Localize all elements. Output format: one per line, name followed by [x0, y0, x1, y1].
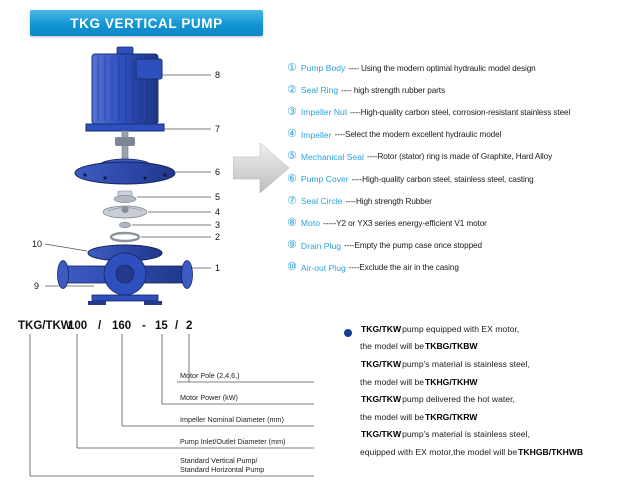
part-number-badge: ⑩	[287, 261, 297, 274]
parts-list: ① Pump Body ---- Using the modern optima…	[287, 57, 615, 279]
part-number-badge: ①	[287, 61, 297, 74]
part-item-4: ④ Impeller ----Select the modern excelle…	[287, 124, 615, 146]
part-number-badge: ⑤	[287, 150, 297, 163]
part-description: ----Rotor (stator) ring is made of Graph…	[366, 152, 553, 162]
note-line-4: the model will be TKHG/TKHW	[360, 376, 478, 387]
part-description: -----Y2 or YX3 series energy-efficient V…	[322, 218, 487, 228]
part-description: ---- Using the modern optimal hydraulic …	[348, 63, 536, 73]
note-line-2: the model will be TKBG/TKBW	[360, 341, 478, 352]
part-name: Seal Ring	[300, 85, 339, 96]
impeller-nut-illustration	[119, 221, 131, 229]
label-impeller-diameter: Impeller Nominal Diameter (mm)	[180, 415, 284, 424]
callout-10: 10	[32, 239, 42, 249]
pump-body-illustration	[57, 244, 193, 305]
page-title: TKG VERTICAL PUMP	[70, 15, 223, 31]
impeller-illustration	[102, 205, 148, 219]
part-description: ----High-quality carbon steel, stainless…	[351, 174, 534, 184]
model-code-slash-1: /	[98, 320, 102, 332]
callout-5: 5	[215, 192, 220, 202]
pump-cover-illustration	[74, 158, 176, 185]
part-name: Impeller Nut	[300, 107, 348, 118]
model-code-impeller: 160	[112, 320, 132, 332]
note-line-5: TKG/TKW pump delivered the hot water,	[361, 394, 515, 405]
callout-9: 9	[34, 281, 39, 291]
part-item-1: ① Pump Body ---- Using the modern optima…	[287, 57, 615, 79]
part-item-7: ⑦ Seal Circle ----High strength Rubber	[287, 190, 615, 212]
part-item-2: ② Seal Ring ---- high strength rubber pa…	[287, 79, 615, 101]
part-name: Seal Circle	[300, 196, 343, 207]
part-name: Pump Cover	[300, 174, 349, 185]
bullet-icon	[344, 329, 352, 337]
note-line-3: TKG/TKW pump's material is stainless ste…	[361, 358, 530, 369]
part-number-badge: ⑦	[287, 194, 297, 207]
label-motor-power: Motor Power (kW)	[180, 393, 238, 402]
label-standard-pump-line2: Standard Horizontal Pump	[180, 465, 265, 474]
part-item-6: ⑥ Pump Cover ----High-quality carbon ste…	[287, 168, 615, 190]
part-item-3: ③ Impeller Nut ----High-quality carbon s…	[287, 101, 615, 123]
label-inlet-outlet-diameter: Pump Inlet/Outlet Diameter (mm)	[180, 437, 286, 446]
model-code-series: TKG/TKW	[18, 320, 72, 332]
label-standard-pump: Standard Vertical Pump/ Standard Horizon…	[180, 456, 264, 474]
part-item-9: ⑨ Drain Plug ----Empty the pump case onc…	[287, 235, 615, 257]
model-code-power: 15	[155, 320, 168, 332]
callout-8: 8	[215, 70, 220, 80]
part-name: Air-out Plug	[300, 262, 346, 273]
callout-3: 3	[215, 220, 220, 230]
part-name: Impeller	[300, 129, 332, 140]
note-line-1: TKG/TKW pump equipped with EX motor,	[361, 323, 520, 334]
pump-exploded-diagram: 8 7 6 5 4 3 2 1 10 9	[32, 46, 220, 305]
callout-4: 4	[215, 207, 220, 217]
model-code-pole: 2	[186, 320, 193, 332]
part-description: ----Select the modern excellent hydrauli…	[334, 130, 502, 140]
mechanical-seal-illustration	[113, 190, 137, 203]
part-number-badge: ③	[287, 105, 297, 118]
part-number-badge: ⑨	[287, 239, 297, 252]
part-number-badge: ⑥	[287, 172, 297, 185]
part-number-badge: ④	[287, 128, 297, 141]
part-name: Pump Body	[300, 63, 346, 74]
part-name: Moto	[300, 218, 320, 229]
model-nomenclature: TKG/TKW 100 / 160 - 15 / 2 Motor Pole (2…	[12, 318, 346, 496]
callout-1: 1	[215, 263, 220, 273]
part-item-5: ⑤ Mechanical Seal ----Rotor (stator) rin…	[287, 146, 615, 168]
callout-2: 2	[215, 232, 220, 242]
label-motor-pole: Motor Pole (2,4,6,)	[180, 371, 240, 380]
part-description: ----Empty the pump case once stopped	[344, 241, 482, 251]
model-code-slash-2: /	[175, 320, 179, 332]
model-code-inlet: 100	[68, 320, 88, 332]
label-standard-pump-line1: Standard Vertical Pump/	[180, 456, 258, 465]
note-line-7: TKG/TKW pump's material is stainless ste…	[361, 429, 530, 440]
part-description: ----High-quality carbon steel, corrosion…	[350, 107, 571, 117]
seal-ring-illustration	[109, 231, 141, 243]
callout-lines	[44, 74, 211, 287]
part-description: ---- high strength rubber parts	[341, 85, 445, 95]
flow-arrow-icon	[233, 142, 290, 194]
note-line-8: equipped with EX motor,the model will be…	[360, 446, 584, 457]
part-description: ----High strength Rubber	[345, 196, 432, 206]
model-code-dash: -	[142, 320, 146, 332]
note-line-6: the model will be TKRG/TKRW	[360, 411, 478, 422]
title-banner: TKG VERTICAL PUMP	[30, 10, 263, 36]
part-name: Drain Plug	[300, 240, 341, 251]
callout-7: 7	[215, 124, 220, 134]
model-notes: TKG/TKW pump equipped with EX motor, the…	[342, 320, 614, 461]
part-number-badge: ②	[287, 83, 297, 96]
part-name: Mechanical Seal	[300, 151, 364, 162]
callout-6: 6	[215, 167, 220, 177]
nomenclature-lines	[29, 334, 314, 477]
part-description: ----Exclude the air in the casing	[348, 263, 459, 273]
motor-illustration	[85, 46, 165, 132]
part-item-10: ⑩ Air-out Plug ----Exclude the air in th…	[287, 257, 615, 279]
part-item-8: ⑧ Moto -----Y2 or YX3 series energy-effi…	[287, 212, 615, 234]
part-number-badge: ⑧	[287, 216, 297, 229]
